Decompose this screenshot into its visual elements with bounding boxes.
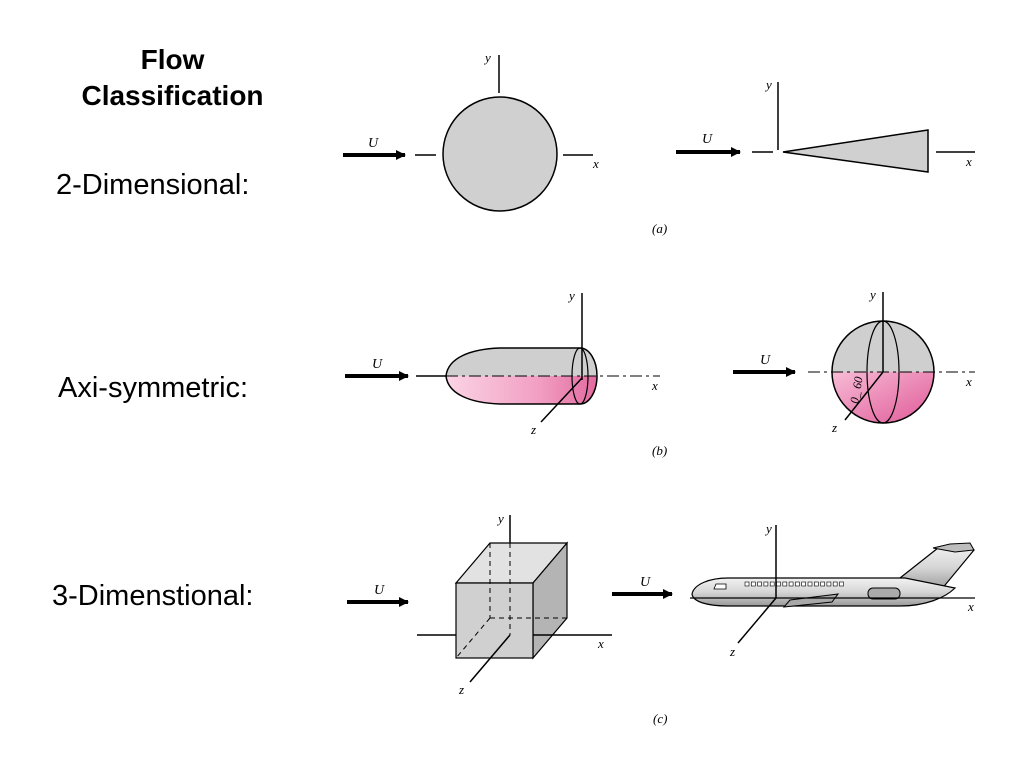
airplane-window	[769, 581, 775, 587]
flow-label-u: U	[640, 575, 651, 590]
y-axis-label: y	[567, 288, 575, 303]
airplane-window	[807, 581, 813, 587]
airplane-window	[776, 581, 781, 587]
airplane-window	[826, 581, 832, 587]
y-axis-label: y	[868, 287, 876, 302]
airplane-window	[839, 581, 844, 587]
cylinder-icon	[442, 96, 558, 212]
label-2d: 2-Dimensional:	[56, 169, 250, 201]
x-axis-label: x	[965, 154, 972, 169]
y-axis-label: y	[496, 511, 504, 526]
z-axis-label: z	[530, 422, 536, 437]
airplane-window	[820, 581, 825, 587]
row-3d-diagrams: U y x z U	[347, 511, 975, 726]
caption-a: (a)	[652, 221, 667, 236]
flow-label-u: U	[760, 353, 771, 368]
axis-z	[540, 377, 583, 423]
flow-label-u: U	[374, 583, 385, 598]
airplane-window	[832, 581, 838, 587]
title-line-1: Flow	[140, 44, 205, 75]
label-3d: 3-Dimenstional:	[52, 580, 254, 612]
wedge-icon	[782, 129, 929, 173]
z-axis-label: z	[729, 644, 735, 659]
axis-z	[469, 634, 511, 683]
flow-label-u: U	[702, 132, 713, 147]
airplane-window	[782, 581, 788, 587]
title-line-2: Classification	[81, 80, 264, 111]
airplane-window	[763, 581, 769, 587]
airplane-window	[757, 581, 762, 587]
airplane-window	[788, 581, 794, 587]
x-axis-label: x	[965, 374, 972, 389]
caption-c: (c)	[653, 711, 667, 726]
z-axis-label: z	[831, 420, 837, 435]
bullet-body-icon	[445, 347, 598, 405]
y-axis-label: y	[764, 77, 772, 92]
x-axis-label: x	[967, 599, 974, 614]
airplane-window	[744, 581, 750, 587]
row-axisymmetric-diagrams: U y x z U y x z	[345, 287, 975, 458]
axis-z	[844, 371, 884, 421]
flow-label-u: U	[372, 357, 383, 372]
x-axis-label: x	[597, 636, 604, 651]
z-axis-label: z	[458, 682, 464, 697]
airplane-window	[801, 581, 807, 587]
row-2d-diagrams: U y x U y x (a)	[343, 50, 975, 236]
caption-b: (b)	[652, 443, 667, 458]
label-axisymmetric: Axi-symmetric:	[58, 372, 249, 404]
y-axis-label: y	[483, 50, 491, 65]
box-icon	[454, 541, 569, 660]
axis-z	[737, 597, 777, 644]
flow-label-u: U	[368, 136, 379, 151]
airplane-icon	[691, 542, 975, 608]
airplane-window	[750, 581, 756, 587]
airplane-window	[813, 581, 819, 587]
y-axis-label: y	[764, 521, 772, 536]
x-axis-label: x	[651, 378, 658, 393]
angle-label: 0_ 60	[847, 376, 865, 405]
slide-title: Flow Classification	[40, 42, 305, 114]
airplane-window	[795, 581, 800, 587]
airplane-windows	[744, 581, 844, 587]
x-axis-label: x	[592, 156, 599, 171]
